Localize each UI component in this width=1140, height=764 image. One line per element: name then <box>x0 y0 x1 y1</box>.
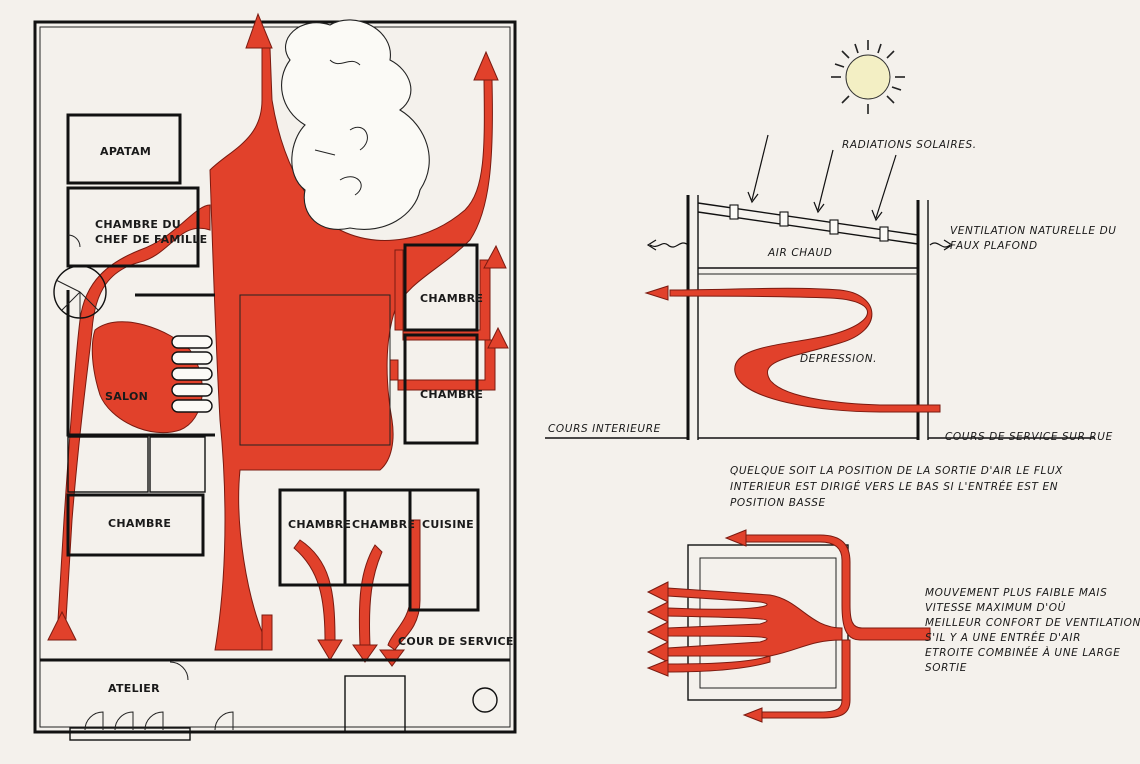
section-sketch: RADIATIONS SOLAIRES. <box>545 40 1117 509</box>
solar-rays <box>747 134 897 222</box>
chambre-right-top-room <box>403 243 479 332</box>
label-apatam: APATAM <box>100 145 151 158</box>
movement-airflow <box>646 529 931 723</box>
label-chef-line1: CHAMBRE DU <box>95 218 181 231</box>
label-cours-interieure: COURS INTERIEURE <box>548 423 661 435</box>
note-movement-line3: MEILLEUR CONFORT DE VENTILATION <box>925 617 1140 629</box>
label-air-chaud: AIR CHAUD <box>767 247 833 259</box>
label-chambre-bottom-2: CHAMBRE <box>352 518 415 531</box>
movement-room-inner <box>699 557 837 689</box>
floor-plan: APATAM CHAMBRE DU CHEF DE FAMILLE CHAMBR… <box>33 12 517 741</box>
label-cour-rue: COURS DE SERVICE SUR RUE <box>945 431 1113 443</box>
note-position-line3: POSITION BASSE <box>730 497 826 509</box>
note-movement-line4: S'IL Y A UNE ENTRÉE D'AIR <box>925 631 1081 644</box>
plan-walls <box>40 113 510 741</box>
section-building <box>545 195 1095 440</box>
hot-air-arrows <box>646 239 954 251</box>
note-movement-line1: MOUVEMENT PLUS FAIBLE MAIS <box>925 587 1107 599</box>
label-cuisine: CUISINE <box>422 518 474 531</box>
label-chambre-left: CHAMBRE <box>108 517 171 530</box>
note-movement-line2: VITESSE MAXIMUM D'OÙ <box>925 601 1066 614</box>
apatam-room <box>66 113 182 185</box>
chambre-left-room <box>66 493 205 557</box>
label-chambre-bottom-1: CHAMBRE <box>288 518 351 531</box>
chambre-right-mid-room <box>403 333 479 445</box>
plan-airflow <box>47 12 509 667</box>
label-chambre-right-mid: CHAMBRE <box>420 388 483 401</box>
label-radiations: RADIATIONS SOLAIRES. <box>842 139 977 151</box>
label-atelier: ATELIER <box>108 682 160 695</box>
label-cour-service: COUR DE SERVICE <box>398 635 514 648</box>
label-salon: SALON <box>105 390 148 403</box>
note-movement-line6: SORTIE <box>925 662 967 674</box>
note-position-line2: INTERIEUR EST DIRIGÉ VERS LE BAS SI L'EN… <box>730 480 1058 493</box>
movement-diagram: MOUVEMENT PLUS FAIBLE MAIS VITESSE MAXIM… <box>646 529 1140 723</box>
label-chef-line2: CHEF DE FAMILLE <box>95 233 207 246</box>
note-movement-line5: ETROITE COMBINÉE À UNE LARGE <box>925 646 1120 659</box>
label-depression: DEPRESSION. <box>800 353 877 365</box>
label-ventilation-line1: VENTILATION NATURELLE DU <box>950 225 1117 237</box>
sun-icon <box>831 40 905 114</box>
plot-boundary <box>33 20 517 734</box>
heat-coil <box>171 335 213 413</box>
plot-boundary-inner <box>39 26 511 728</box>
note-position-line1: QUELQUE SOIT LA POSITION DE LA SORTIE D'… <box>730 465 1063 477</box>
label-ventilation-line2: FAUX PLAFOND <box>950 240 1038 252</box>
section-airflow <box>644 285 941 413</box>
plan-labels: APATAM CHAMBRE DU CHEF DE FAMILLE CHAMBR… <box>95 145 514 695</box>
chef-room <box>66 186 200 268</box>
tree-canopy <box>281 19 430 230</box>
label-chambre-right-top: CHAMBRE <box>420 292 483 305</box>
